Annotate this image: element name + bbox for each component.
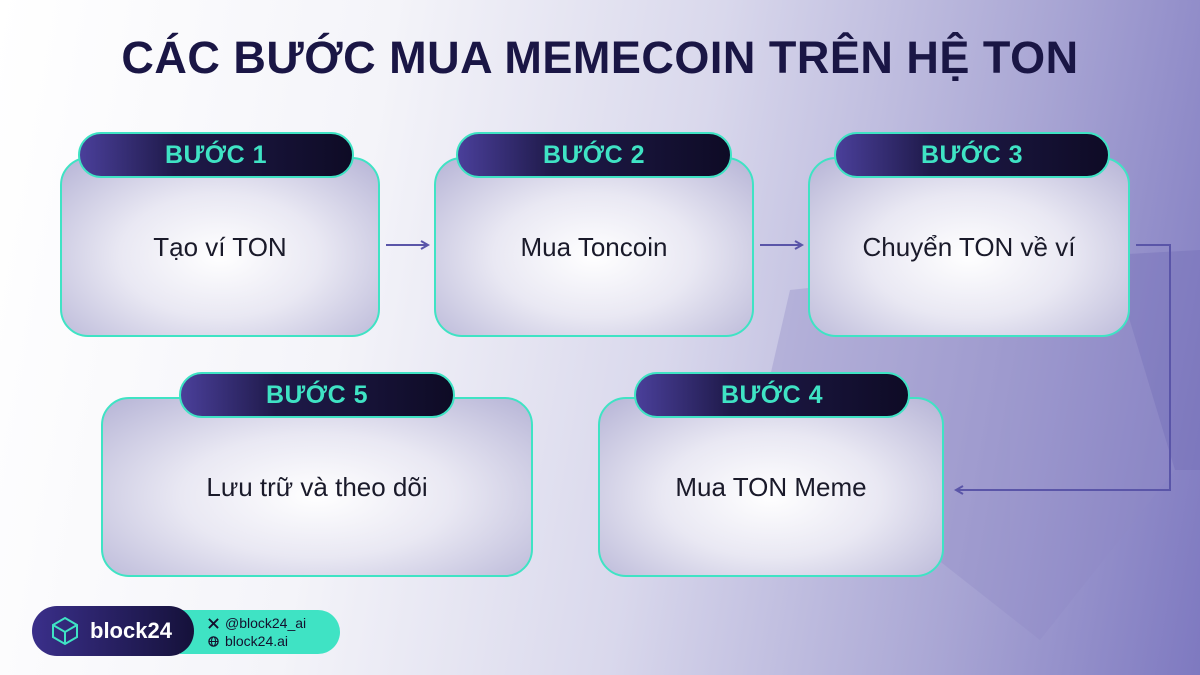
website-link[interactable]: block24.ai [208, 632, 340, 650]
arrow-step3-to-step4 [956, 244, 1171, 490]
step-1-card: Tạo ví TON [60, 157, 380, 337]
brand-logo: block24 [32, 606, 194, 656]
cube-logo-icon [52, 616, 78, 646]
step-5-text: Lưu trữ và theo dõi [206, 471, 428, 502]
step-2-text: Mua Toncoin [520, 231, 668, 262]
step-5-card: Lưu trữ và theo dõi [101, 397, 533, 577]
step-4-badge: BƯỚC 4 [634, 372, 910, 418]
step-3-text: Chuyển TON về ví [862, 231, 1076, 262]
step-3-badge: BƯỚC 3 [834, 132, 1110, 178]
page-title: CÁC BƯỚC MUA MEMECOIN TRÊN HỆ TON [121, 32, 1079, 83]
step-1-badge: BƯỚC 1 [78, 132, 354, 178]
step-2-card: Mua Toncoin [434, 157, 754, 337]
brand-name: block24 [90, 618, 172, 643]
step-4-text: Mua TON Meme [675, 471, 867, 502]
step-5-badge: BƯỚC 5 [179, 372, 455, 418]
twitter-link[interactable]: @block24_ai [208, 614, 340, 632]
website-url: block24.ai [225, 633, 289, 649]
social-links: @block24_ai block24.ai [180, 610, 340, 654]
step-2-badge: BƯỚC 2 [456, 132, 732, 178]
step-3-card: Chuyển TON về ví [808, 157, 1130, 337]
globe-icon [208, 635, 219, 647]
step-4-card: Mua TON Meme [598, 397, 944, 577]
twitter-handle: @block24_ai [225, 615, 307, 631]
x-icon [208, 617, 219, 629]
step-1-text: Tạo ví TON [153, 231, 287, 262]
